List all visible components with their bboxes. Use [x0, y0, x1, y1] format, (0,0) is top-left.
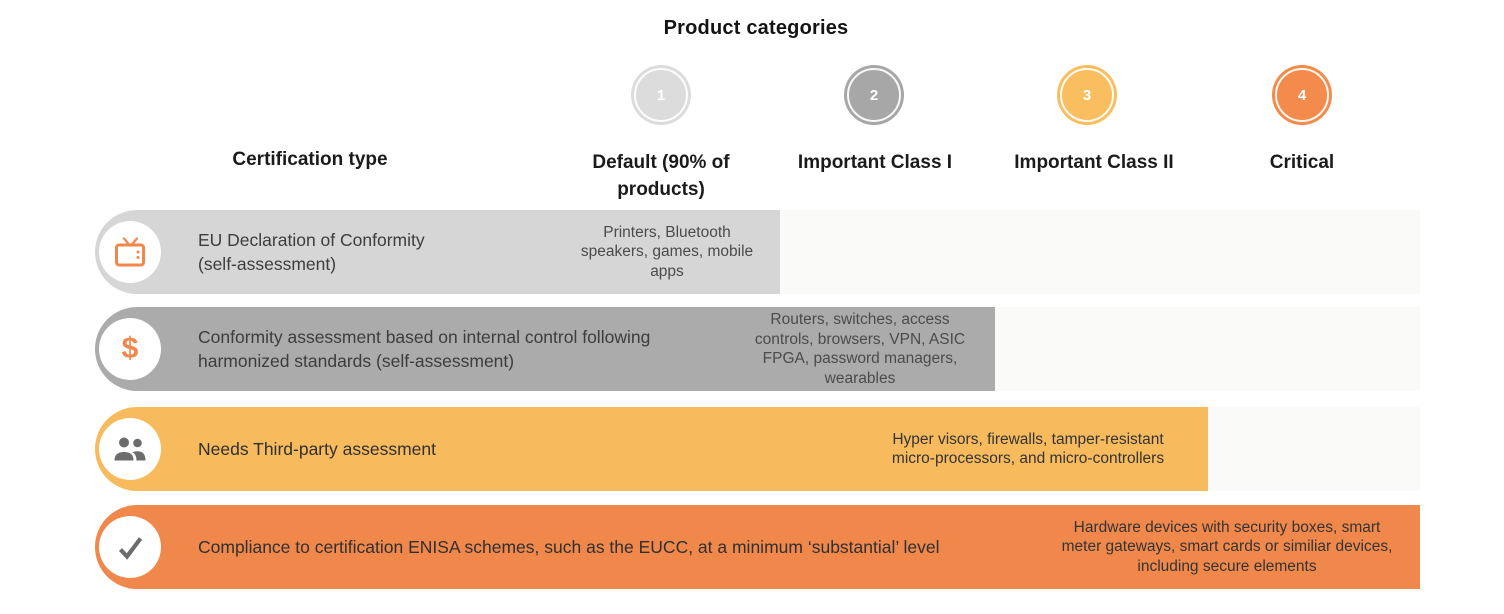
circle-ring [1060, 68, 1114, 122]
people-icon [114, 437, 146, 460]
category-label-critical: Critical [1269, 152, 1335, 173]
icon-circle: $ [99, 318, 161, 380]
category-label-important-class-1: Important Class I [797, 152, 953, 173]
category-number: 3 [1082, 86, 1092, 104]
category-label-important-class-2: Important Class II [1014, 152, 1174, 173]
product-examples: Routers, switches, access controls, brow… [754, 311, 966, 387]
certification-text: EU Declaration of Conformity (self-asses… [198, 230, 425, 274]
icon-circle [99, 221, 161, 283]
row-bar [95, 505, 1420, 589]
row-bar [95, 210, 780, 294]
checkmark-icon [118, 536, 143, 560]
row-eu-declaration: EU Declaration of Conformity (self-asses… [0, 210, 1504, 294]
category-label-default: Default (90% of products) [592, 152, 730, 200]
circle-ring [634, 68, 688, 122]
category-circle-2: 2 [844, 65, 904, 125]
certification-text: Conformity assessment based on internal … [198, 327, 651, 371]
row-bar [95, 307, 995, 391]
category-number: 2 [869, 86, 879, 104]
icon-circle [99, 516, 161, 578]
row-enisa-certification: Compliance to certification ENISA scheme… [0, 505, 1504, 589]
category-number: 1 [656, 86, 666, 104]
certification-text: Needs Third-party assessment [198, 439, 436, 459]
icon-circle [99, 418, 161, 480]
category-circle-3: 3 [1057, 65, 1117, 125]
category-number: 4 [1297, 86, 1307, 104]
row-conformity-assessment: $ Conformity assessment based on interna… [0, 307, 1504, 391]
dollar-icon: $ [121, 332, 139, 365]
product-examples: Printers, Bluetooth speakers, games, mob… [580, 223, 754, 280]
row-third-party-assessment: Needs Third-party assessment Hyper visor… [0, 407, 1504, 491]
circle-ring [1275, 68, 1329, 122]
category-circle-4: 4 [1272, 65, 1332, 125]
row-bar [95, 407, 1208, 491]
tv-icon [115, 236, 145, 266]
page-title: Product categories [663, 17, 849, 39]
circle-ring [847, 68, 901, 122]
certification-text: Compliance to certification ENISA scheme… [198, 537, 940, 557]
certification-type-header: Certification type [232, 149, 388, 170]
category-circle-1: 1 [631, 65, 691, 125]
product-examples: Hyper visors, firewalls, tamper-resistan… [891, 430, 1165, 468]
product-examples: Hardware devices with security boxes, sm… [1061, 518, 1393, 575]
